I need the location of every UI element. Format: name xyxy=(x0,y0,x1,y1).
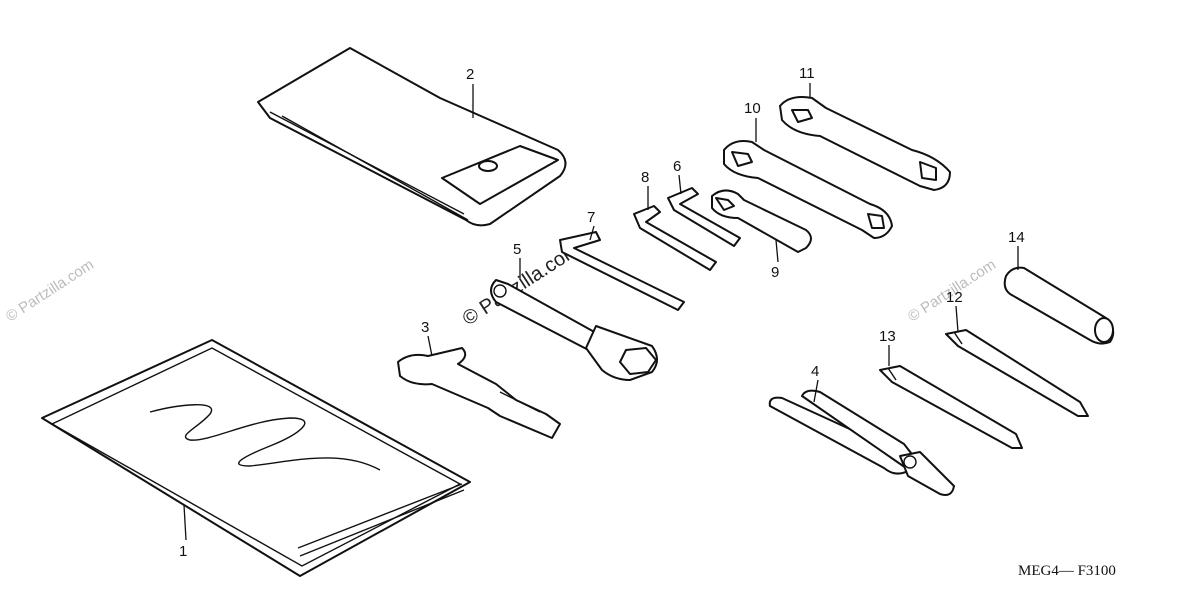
callout-1: 1 xyxy=(179,543,187,560)
open-end-wrench-9 xyxy=(711,189,812,253)
screwdriver-12 xyxy=(945,329,1089,417)
tool-bag xyxy=(257,47,567,227)
hex-key-7 xyxy=(559,231,685,311)
callout-10: 10 xyxy=(744,100,761,117)
callout-13: 13 xyxy=(879,328,896,345)
double-wrench-11 xyxy=(779,96,951,191)
callout-6: 6 xyxy=(673,158,681,175)
screwdriver-handle-14 xyxy=(1003,266,1115,345)
watermark-left: © Partzilla.com xyxy=(3,256,97,325)
callout-3: 3 xyxy=(421,319,429,336)
pin-spanner xyxy=(397,347,561,439)
callout-11: 11 xyxy=(799,65,815,82)
callout-14: 14 xyxy=(1008,229,1025,246)
spark-plug-wrench xyxy=(490,279,658,381)
callouts: 1 2 3 4 5 6 7 8 9 10 11 12 13 14 xyxy=(179,65,1025,560)
callout-5: 5 xyxy=(513,241,521,258)
hex-key-8 xyxy=(633,205,717,271)
screwdriver-13 xyxy=(879,365,1023,449)
diagram-code: MEG4— F3100 xyxy=(1018,563,1116,579)
callout-8: 8 xyxy=(641,169,649,186)
hex-key-6 xyxy=(667,187,741,247)
callout-2: 2 xyxy=(466,66,474,83)
pliers xyxy=(768,389,955,496)
callout-7: 7 xyxy=(587,209,595,226)
callout-12: 12 xyxy=(946,289,963,306)
leader-lines xyxy=(183,83,1019,541)
owners-manual xyxy=(41,339,471,577)
open-end-wrench-10 xyxy=(723,140,893,239)
callout-9: 9 xyxy=(771,264,779,281)
callout-4: 4 xyxy=(811,363,819,380)
